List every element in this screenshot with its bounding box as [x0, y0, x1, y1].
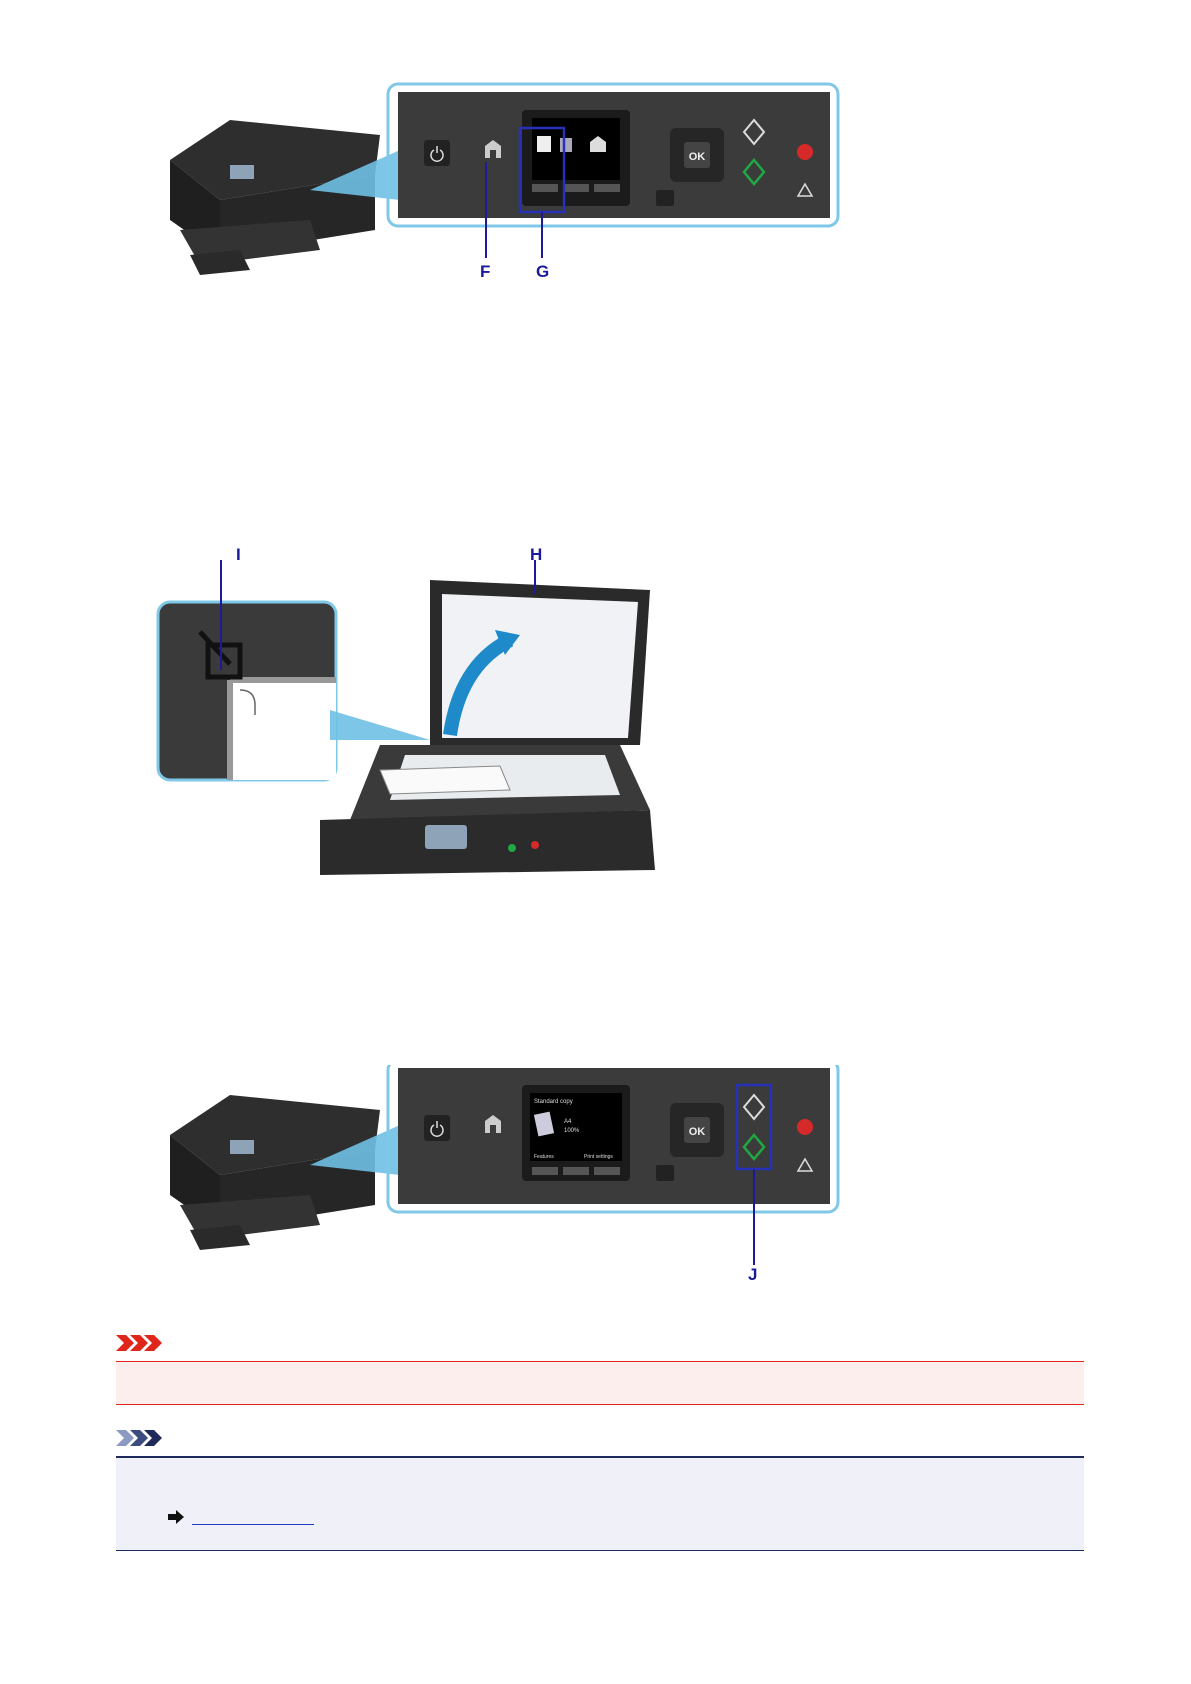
- important-chevrons-icon: [116, 1335, 162, 1351]
- important-box: [116, 1361, 1084, 1405]
- callout-h: H: [530, 545, 543, 564]
- note-link[interactable]: [192, 1508, 314, 1525]
- stop-icon[interactable]: [797, 144, 813, 160]
- zoom-connector: [310, 150, 400, 200]
- color-start-icon[interactable]: [742, 1133, 766, 1161]
- printer-illustration: [170, 120, 380, 275]
- power-icon: [430, 146, 444, 162]
- inset-alignment-mark: [156, 600, 338, 782]
- figure-control-panel-start: Standard copy A4 100% Features Print set…: [170, 1065, 840, 1265]
- black-start-icon[interactable]: [742, 118, 766, 146]
- black-start-icon[interactable]: [742, 1093, 766, 1121]
- note-chevrons-icon: [116, 1430, 162, 1446]
- screen-title: Standard copy: [534, 1099, 573, 1105]
- right-arrow-icon: [168, 1509, 184, 1524]
- figure-control-panel-home: OK: [170, 82, 840, 275]
- color-start-icon[interactable]: [742, 158, 766, 186]
- ok-button[interactable]: OK: [689, 151, 706, 163]
- home-icon[interactable]: [485, 140, 501, 158]
- back-button[interactable]: [656, 190, 674, 206]
- alignment-arrow-icon: [198, 630, 243, 680]
- alarm-icon: [796, 182, 814, 197]
- printer-illustration: [170, 1095, 380, 1250]
- home-icon[interactable]: [485, 1115, 501, 1133]
- screen-line-paper: A4: [564, 1119, 572, 1125]
- screen-features: Features: [534, 1154, 554, 1160]
- back-button[interactable]: [656, 1165, 674, 1181]
- callout-j: J: [748, 1265, 758, 1284]
- power-icon: [430, 1121, 444, 1137]
- callout-g: G: [536, 262, 550, 281]
- figure-platen-glass: [156, 560, 655, 875]
- callout-f: F: [480, 262, 491, 281]
- alarm-icon: [796, 1157, 814, 1172]
- callout-i: I: [236, 545, 241, 564]
- ok-button[interactable]: OK: [689, 1126, 706, 1138]
- note-link-row[interactable]: [168, 1508, 314, 1525]
- note-box: [116, 1456, 1084, 1551]
- screen-line-scale: 100%: [564, 1128, 580, 1134]
- stop-icon[interactable]: [797, 1119, 813, 1135]
- screen-print-settings: Print settings: [584, 1154, 613, 1160]
